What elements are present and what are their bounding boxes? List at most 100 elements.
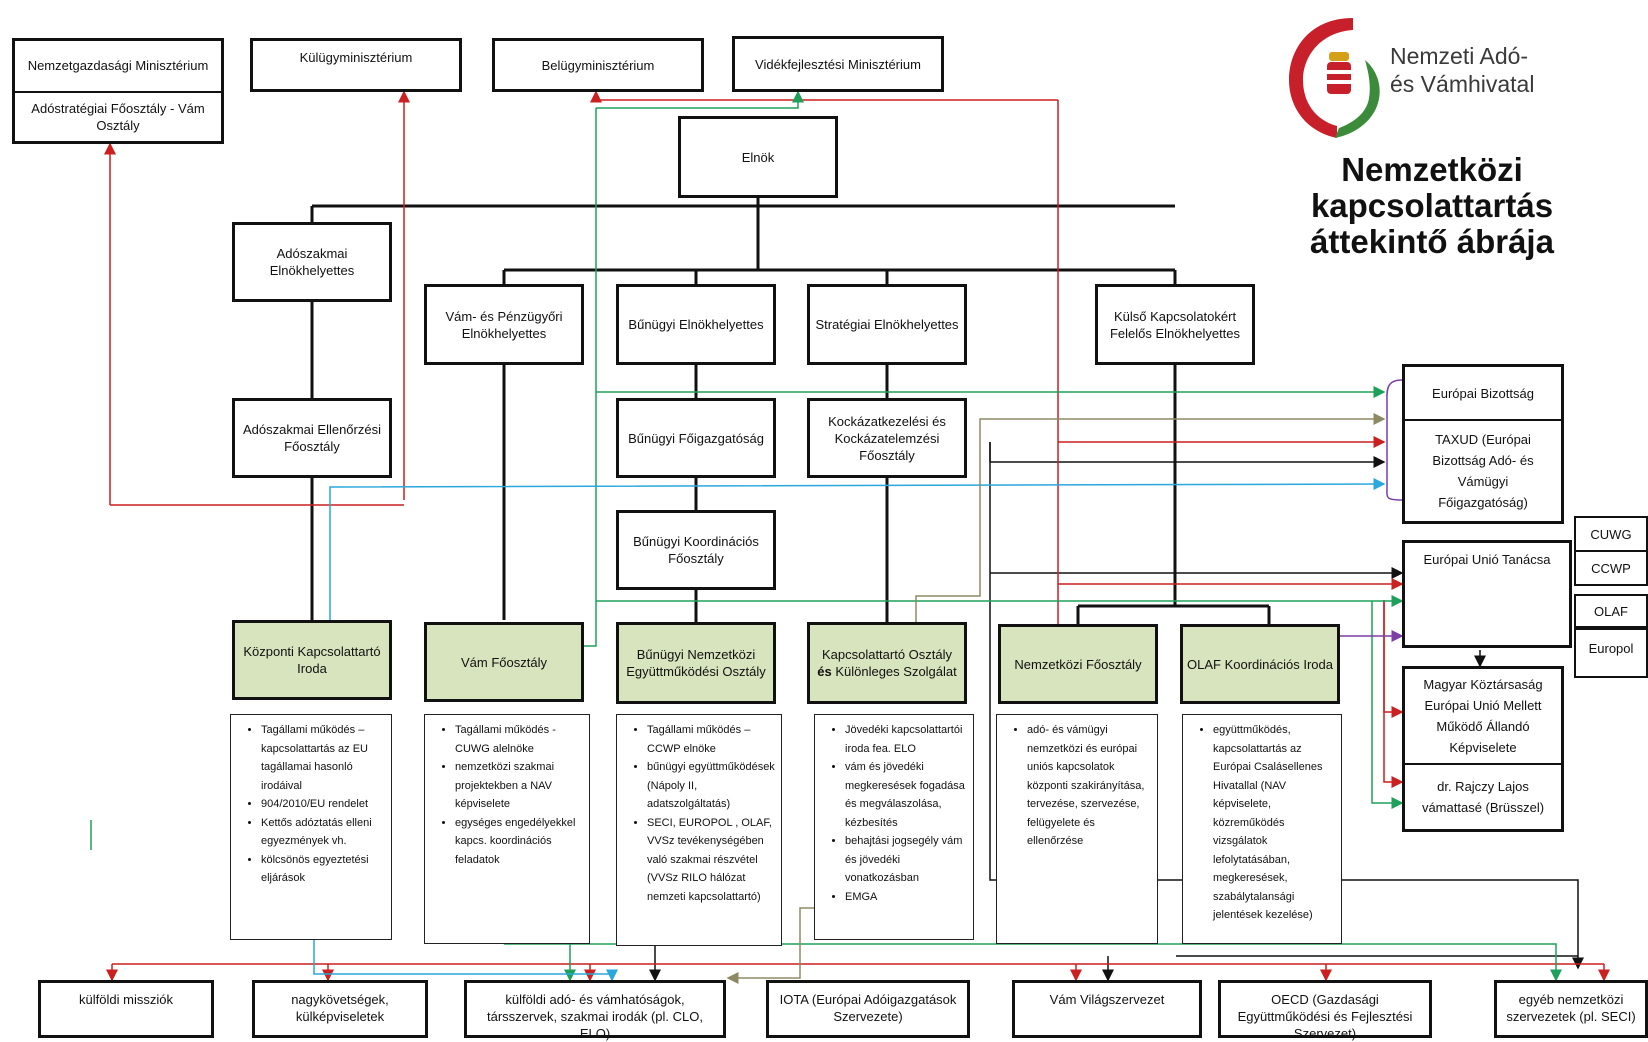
eu-tanacs: Európai Unió Tanácsa	[1402, 540, 1572, 648]
org-elnok: Elnök	[678, 116, 838, 198]
list-item: Kettős adóztatás elleni egyezmények vh.	[261, 814, 385, 851]
list-item: bűnügyi együttműködések (Nápoly II, adat…	[647, 758, 775, 814]
eu-europol: Europol	[1574, 628, 1648, 678]
bottom-vam-vilagszervezet: Vám Világszervezet	[1012, 980, 1202, 1038]
list-olaf: együttműködés, kapcsolattartás az Európa…	[1182, 714, 1342, 944]
bottom-kulfoldi-ado: külföldi adó- és vámhatóságok, társszerv…	[464, 980, 726, 1041]
ministry-videkfejlesztesi: Vidékfejlesztési Minisztérium	[732, 36, 944, 92]
list-item: Tagállami működés - CUWG alelnöke	[455, 721, 583, 758]
list-item: behajtási jogsegély vám és jövedéki vona…	[845, 832, 967, 888]
bottom-kulfoldi-ado-label: külföldi adó- és vámhatóságok, társszerv…	[486, 992, 703, 1041]
list-item: Tagállami működés – CCWP elnöke	[647, 721, 775, 758]
bottom-kulfoldi-missziok-label: külföldi missziók	[79, 992, 173, 1007]
bottom-kulfoldi-missziok: külföldi missziók	[38, 980, 214, 1038]
eu-kepviselet: Magyar Köztársaság Európai Unió Mellett …	[1405, 669, 1561, 765]
list-vam: Tagállami működés - CUWG alelnöke nemzet…	[424, 714, 590, 944]
eu-tanacs-label: Európai Unió Tanácsa	[1423, 552, 1551, 567]
eu-cuwg-label: CUWG	[1590, 526, 1632, 542]
eu-bizottsag-box: Európai Bizottság TAXUD (Európai Bizotts…	[1402, 364, 1564, 524]
bottom-oecd-label: OECD (Gazdasági Együttműködési és Fejles…	[1237, 992, 1413, 1041]
eu-ccwp-label: CCWP	[1591, 560, 1631, 576]
org-kockazat: Kockázatkezelési és Kockázatelemzési Főo…	[807, 398, 967, 478]
org-bunugyi-koordinacios: Bűnügyi Koordinációs Főosztály	[616, 510, 776, 590]
ministry-videkfejlesztesi-label: Vidékfejlesztési Minisztérium	[755, 56, 921, 72]
list-item: kölcsönös egyeztetési eljárások	[261, 851, 385, 888]
list-item: adó- és vámügyi nemzetközi és európai un…	[1027, 721, 1151, 851]
org-strategiai-elnokhelyettes: Stratégiai Elnökhelyettes	[807, 284, 967, 365]
eu-rajczy: dr. Rajczy Lajos vámattasé (Brüsszel)	[1421, 779, 1545, 815]
eu-taxud: TAXUD (Európai Bizottság Adó- és Vámügyi…	[1432, 432, 1534, 510]
org-bunugyi-koordinacios-label: Bűnügyi Koordinációs Főosztály	[633, 534, 759, 566]
org-bunugyi-foigazgatosag-label: Bűnügyi Főigazgatóság	[628, 430, 764, 446]
ministry-nemzetgazdasagi-box: Nemzetgazdasági Minisztérium Adóstratégi…	[12, 38, 224, 144]
unit-kapcsolattarto-label: Kapcsolattartó Osztály és Különleges Szo…	[814, 646, 960, 680]
unit-bunugyi-nemzetkozi: Bűnügyi Nemzetközi Együttműködési Osztál…	[616, 622, 776, 704]
org-bunugyi-foigazgatosag: Bűnügyi Főigazgatóság	[616, 398, 776, 478]
adostrategiai-foosztaly: Adóstratégiai Főosztály - Vám Osztály	[31, 100, 205, 133]
unit-kapcsolattarto-label-post: Különleges Szolgálat	[835, 664, 957, 679]
org-vam-elnokhelyettes: Vám- és Pénzügyőri Elnökhelyettes	[424, 284, 584, 365]
eu-cuwg: CUWG	[1574, 516, 1648, 552]
list-nemzetkozi: adó- és vámügyi nemzetközi és európai un…	[996, 714, 1158, 944]
org-tree-lines	[310, 198, 1271, 624]
unit-nemzetkozi-foosztaly-label: Nemzetközi Főosztály	[1014, 656, 1142, 672]
org-adoszakmai-ellenorzesi-label: Adószakmai Ellenőrzési Főosztály	[242, 422, 381, 454]
bottom-vam-vilagszervezet-label: Vám Világszervezet	[1049, 992, 1165, 1007]
org-kockazat-label: Kockázatkezelési és Kockázatelemzési Főo…	[828, 413, 946, 463]
eu-europol-label: Europol	[1588, 641, 1634, 656]
unit-nemzetkozi-foosztaly: Nemzetközi Főosztály	[998, 624, 1158, 704]
org-bunugyi-elnokhelyettes: Bűnügyi Elnökhelyettes	[616, 284, 776, 365]
org-kulso-elnokhelyettes-label: Külső Kapcsolatokért Felelős Elnökhelyet…	[1109, 308, 1241, 341]
list-item: egységes engedélyekkel kapcs. koordináci…	[455, 814, 583, 870]
bottom-nagykovetsegek-label: nagykövetségek, külképviseletek	[291, 992, 389, 1024]
bottom-nagykovetsegek: nagykövetségek, külképviseletek	[252, 980, 428, 1038]
eu-ccwp: CCWP	[1574, 550, 1648, 586]
unit-kozponti: Központi Kapcsolattartó Iroda	[232, 620, 392, 700]
bottom-iota: IOTA (Európai Adóigazgatások Szervezete)	[766, 980, 970, 1038]
org-kulso-elnokhelyettes: Külső Kapcsolatokért Felelős Elnökhelyet…	[1095, 284, 1255, 365]
list-kozponti: Tagállami működés – kapcsolattartás az E…	[230, 714, 392, 940]
unit-kozponti-label: Központi Kapcsolattartó Iroda	[243, 644, 381, 676]
org-strategiai-elnokhelyettes-label: Stratégiai Elnökhelyettes	[815, 317, 959, 332]
org-bunugyi-elnokhelyettes-label: Bűnügyi Elnökhelyettes	[628, 317, 764, 332]
unit-kapcsolattarto-label-pre: Kapcsolattartó Osztály	[821, 647, 953, 662]
org-adoszakmai-elnokhelyettes: Adószakmai Elnökhelyettes	[232, 222, 392, 302]
unit-bunugyi-nemzetkozi-label: Bűnügyi Nemzetközi Együttműködési Osztál…	[626, 647, 766, 679]
bottom-egyeb-label: egyéb nemzetközi szervezetek (pl. SECI)	[1506, 992, 1636, 1024]
ministry-kulugy: Külügyminisztérium	[250, 38, 462, 92]
logo-line-2: és Vámhivatal	[1390, 71, 1535, 97]
unit-vam-foosztaly-label: Vám Főosztály	[461, 654, 547, 670]
list-item: Tagállami működés – kapcsolattartás az E…	[261, 721, 385, 795]
org-vam-elnokhelyettes-label: Vám- és Pénzügyőri Elnökhelyettes	[445, 308, 563, 341]
org-elnok-label: Elnök	[741, 149, 775, 165]
bottom-egyeb: egyéb nemzetközi szervezetek (pl. SECI)	[1494, 980, 1648, 1038]
page-title: Nemzetközi kapcsolattartás áttekintő ábr…	[1222, 152, 1642, 260]
eu-europai-bizottsag: Európai Bizottság	[1405, 367, 1561, 421]
list-item: együttműködés, kapcsolattartás az Európa…	[1213, 721, 1335, 925]
list-item: nemzetközi szakmai projektekben a NAV ké…	[455, 758, 583, 814]
list-bunugyi: Tagállami működés – CCWP elnöke bűnügyi …	[616, 714, 782, 946]
list-item: SECI, EUROPOL , OLAF, VVSz tevékenységéb…	[647, 814, 775, 907]
list-kapcsolattarto: Jövedéki kapcsolattartói iroda fea. ELO …	[814, 714, 974, 940]
unit-kapcsolattarto-label-bold: és	[817, 664, 832, 679]
ministry-belugy-label: Belügyminisztérium	[541, 57, 655, 73]
unit-olaf-koordinacios-label: OLAF Koordinációs Iroda	[1187, 656, 1333, 672]
logo-line-1: Nemzeti Adó-	[1390, 43, 1529, 69]
title-line-2: áttekintő ábrája	[1310, 223, 1554, 260]
bottom-iota-label: IOTA (Európai Adóigazgatások Szervezete)	[779, 992, 957, 1024]
bottom-oecd: OECD (Gazdasági Együttműködési és Fejles…	[1218, 980, 1432, 1041]
eu-olaf-label: OLAF	[1594, 603, 1628, 619]
ministry-kulugy-label: Külügyminisztérium	[299, 50, 413, 65]
unit-vam-foosztaly: Vám Főosztály	[424, 622, 584, 702]
list-item: 904/2010/EU rendelet	[261, 795, 385, 814]
title-line-1: Nemzetközi kapcsolattartás	[1310, 151, 1554, 224]
list-item: Jövedéki kapcsolattartói iroda fea. ELO	[845, 721, 967, 758]
eu-kepviselet-box: Magyar Köztársaság Európai Unió Mellett …	[1402, 666, 1564, 832]
list-item: vám és jövedéki megkeresések fogadása és…	[845, 758, 967, 832]
org-adoszakmai-ellenorzesi: Adószakmai Ellenőrzési Főosztály	[232, 398, 392, 478]
unit-kapcsolattarto: Kapcsolattartó Osztály és Különleges Szo…	[807, 622, 967, 704]
eu-olaf: OLAF	[1574, 594, 1648, 628]
list-item: EMGA	[845, 888, 967, 907]
ministry-belugy: Belügyminisztérium	[492, 38, 704, 92]
